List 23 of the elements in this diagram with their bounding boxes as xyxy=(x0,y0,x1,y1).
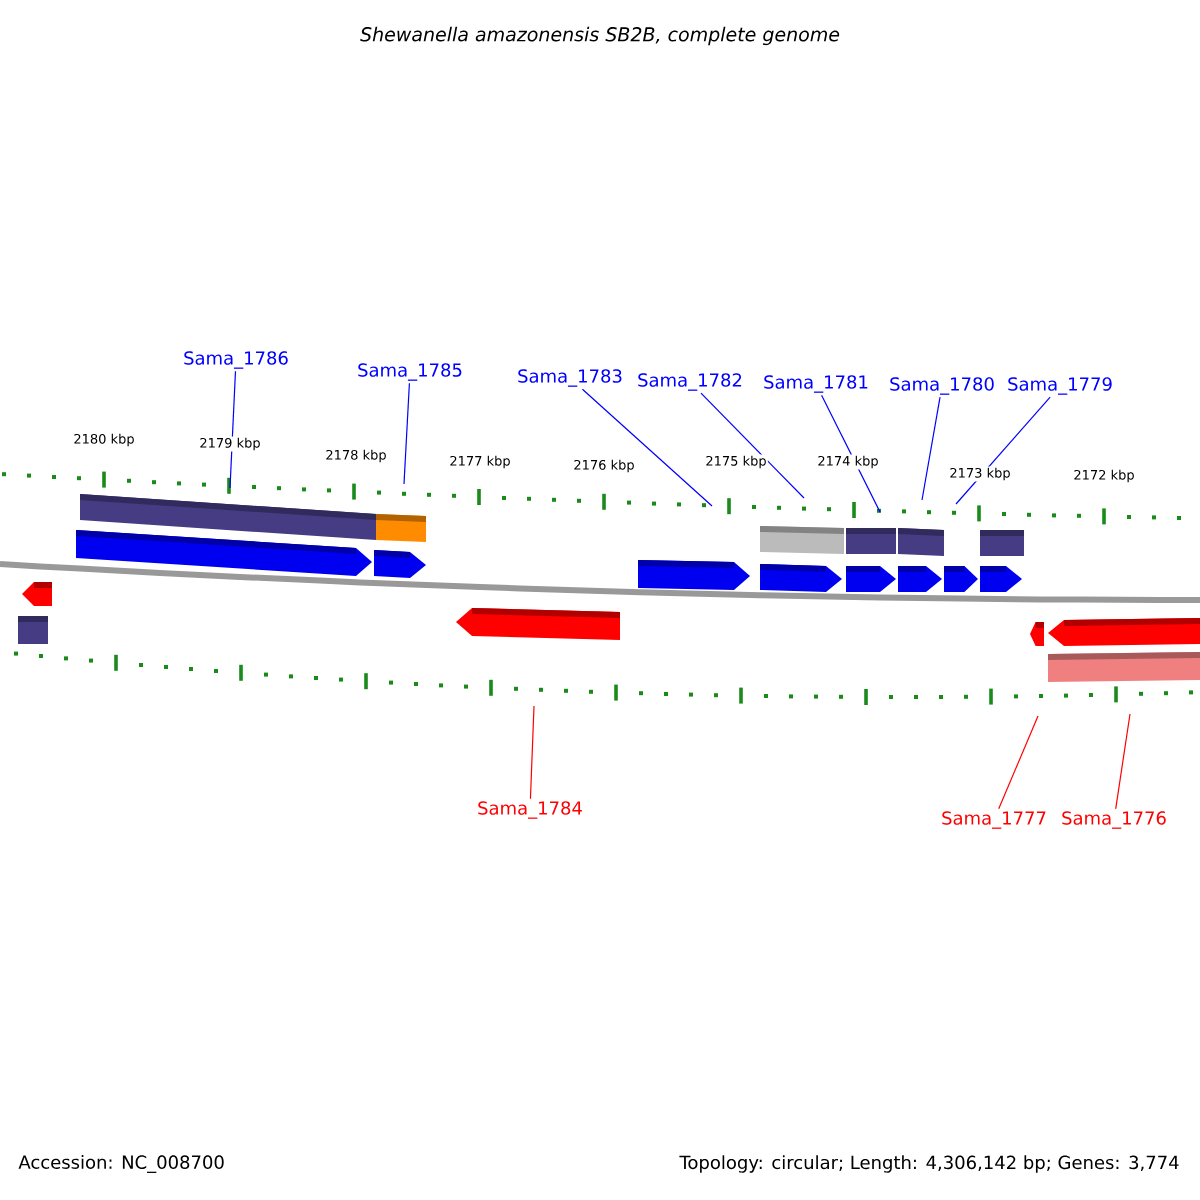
leader-line xyxy=(403,382,410,485)
leader-line xyxy=(229,370,237,489)
gene-label: Sama_1785 xyxy=(358,363,462,381)
leader-line xyxy=(921,396,941,501)
gene-label: Sama_1780 xyxy=(890,377,994,395)
gene-label: Sama_1784 xyxy=(478,801,582,819)
leader-line xyxy=(700,392,805,499)
gene-label: Sama_1783 xyxy=(518,369,622,387)
leader-line xyxy=(821,394,881,513)
gene-label: Sama_1781 xyxy=(764,375,868,393)
gene-label: Sama_1786 xyxy=(184,351,288,369)
gene-label: Sama_1777 xyxy=(942,811,1046,829)
gene-label: Sama_1779 xyxy=(1008,377,1112,395)
gene-label: Sama_1782 xyxy=(638,373,742,391)
title: Shewanella amazonensis SB2B, complete genome xyxy=(360,26,840,46)
leader-line xyxy=(529,705,535,800)
leader-line xyxy=(581,388,713,507)
leader-line xyxy=(955,396,1051,505)
leader-line xyxy=(998,715,1039,810)
gene-label: Sama_1776 xyxy=(1062,811,1166,829)
accession-text: Accession: NC_008700 xyxy=(18,1155,224,1173)
leader-line xyxy=(1115,713,1131,810)
genome-info-text: Topology: circular; Length: 4,306,142 bp; Genes: 3,774 xyxy=(679,1155,1179,1173)
